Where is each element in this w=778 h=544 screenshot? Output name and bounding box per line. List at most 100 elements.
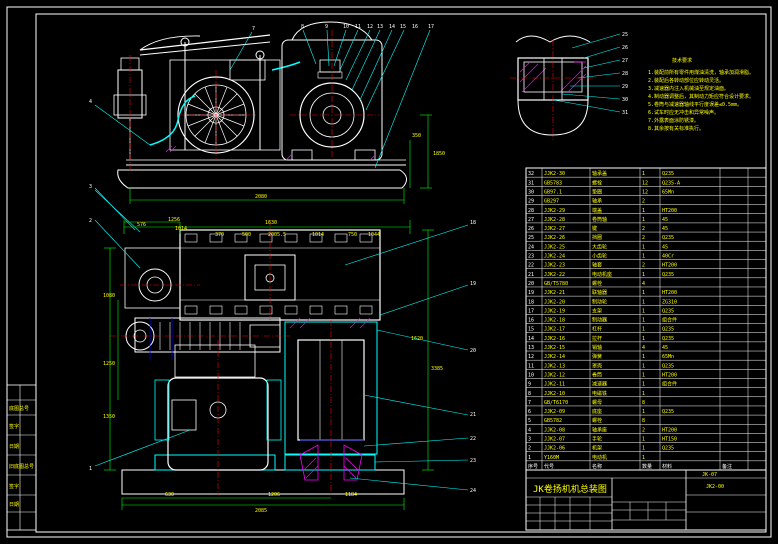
bom-cell-name: 轴承 <box>592 198 602 205</box>
bom-cell-qty: 1 <box>642 244 645 250</box>
dim-plan-height-5: 3385 <box>431 366 443 372</box>
bom-cell-qty: 2 <box>642 226 645 232</box>
bom-cell-mat: HT200 <box>662 290 677 296</box>
bom-cell-mat: Q235 <box>662 327 674 333</box>
balloon-front-11: 11 <box>355 24 361 30</box>
bom-cell-code: JJK2-15 <box>544 345 565 351</box>
balloon-detail-30: 30 <box>622 97 628 103</box>
bom-cell-code: JJK2-14 <box>544 354 565 360</box>
bom-cell-mat: HT150 <box>662 437 677 443</box>
bom-header-mat: 材料 <box>662 463 672 470</box>
balloon-front-4: 4 <box>89 99 92 105</box>
bom-cell-mat: Q235 <box>662 272 674 278</box>
bom-cell-no: 28 <box>528 208 534 214</box>
bom-cell-code: JJK2-28 <box>544 217 565 223</box>
bom-header-qty: 数量 <box>642 463 652 470</box>
bom-cell-code: GB5782 <box>544 418 562 424</box>
plan-view: 576 1256 370 500 2005.5 750 1044 1630 10… <box>89 187 476 514</box>
bom-cell-qty: 1 <box>642 290 645 296</box>
bom-cell-mat: 组合件 <box>662 317 677 324</box>
dim-front-total-width: 2080 <box>255 194 267 200</box>
bom-cell-name: 大齿轮 <box>592 243 607 250</box>
bom-cell-no: 23 <box>528 254 534 260</box>
balloon-detail-28: 28 <box>622 71 628 77</box>
bom-cell-code: JJK2-25 <box>544 244 565 250</box>
bom-cell-code: JJK2-07 <box>544 437 565 443</box>
bom-cell-name: 卷筒轴 <box>592 216 607 223</box>
bom-cell-mat: Q235 <box>662 363 674 369</box>
balloon-detail-26: 26 <box>622 45 628 51</box>
dim-plan-width-1: 1630 <box>265 220 277 226</box>
balloon-plan-2: 2 <box>89 218 92 224</box>
bom-cell-qty: 1 <box>642 308 645 314</box>
bom-cell-name: 轴承座 <box>592 426 607 433</box>
balloon-front-13: 13 <box>377 24 383 30</box>
bom-cell-name: 制动轮 <box>592 298 607 305</box>
bom-cell-name: 卷筒 <box>592 371 602 378</box>
bom-cell-name: 支架 <box>592 307 602 314</box>
bom-cell-mat: 45 <box>662 244 668 250</box>
bom-cell-mat: 45 <box>662 345 668 351</box>
bom-cell-code: JJK2-12 <box>544 372 565 378</box>
bom-cell-name: 小齿轮 <box>592 253 607 260</box>
strip-label-3: 日期 <box>9 444 19 450</box>
bom-cell-name: 轴承盖 <box>592 170 607 177</box>
bom-cell-no: 26 <box>528 226 534 232</box>
notes-line-2: 2.装配后各转动部位应转动灵活。 <box>648 77 724 84</box>
balloon-front-16: 16 <box>412 24 418 30</box>
bom-cell-code: JJK2-13 <box>544 363 565 369</box>
bom-grid-lines <box>526 168 766 470</box>
dim-plan-height-3: 1350 <box>103 414 115 420</box>
bom-cell-qty: 8 <box>642 400 645 406</box>
bom-cell-no: 24 <box>528 244 534 250</box>
balloon-detail-27: 27 <box>622 58 628 64</box>
bom-cell-name: 电动机座 <box>592 271 612 278</box>
title-drawing-code: JK2-00 <box>706 484 724 490</box>
bom-cell-qty: 1 <box>642 354 645 360</box>
balloon-detail-31: 31 <box>622 110 628 116</box>
bom-header-no: 序号 <box>528 463 538 470</box>
bom-cell-no: 13 <box>528 345 534 351</box>
bom-cell-qty: 1 <box>642 217 645 223</box>
bom-cell-qty: 1 <box>642 382 645 388</box>
dim-plan-top-1: 576 <box>137 222 146 228</box>
bom-cell-code: JJK2-10 <box>544 391 565 397</box>
balloon-front-7: 7 <box>252 26 255 32</box>
dim-front-height: 1850 <box>433 151 445 157</box>
bom-cell-name: 底座 <box>592 408 602 415</box>
bom-cell-no: 12 <box>528 354 534 360</box>
dim-plan-top-4: 500 <box>242 232 251 238</box>
bom-cell-code: GB297 <box>544 199 559 205</box>
bom-cell-qty: 12 <box>642 180 648 186</box>
bom-cell-code: JJK2-30 <box>544 171 565 177</box>
bom-cell-mat: Q235-A <box>662 180 680 186</box>
bom-cell-name: 螺栓 <box>592 280 602 287</box>
bom-cell-qty: 1 <box>642 372 645 378</box>
bom-cell-no: 11 <box>528 363 534 369</box>
strip-label-4: 旧底图总号 <box>9 463 34 470</box>
bom-cell-code: JJK2-21 <box>544 290 565 296</box>
technical-notes: 技术要求 1.装配前所有零件用煤油清洗，轴承加润滑脂。 2.装配后各转动部位应转… <box>648 57 754 132</box>
bom-cell-code: GB97.1 <box>544 189 562 195</box>
bom-cell-mat: HT200 <box>662 372 677 378</box>
bom-cell-code: JJK2-26 <box>544 235 565 241</box>
bom-cell-mat: Q235 <box>662 409 674 415</box>
bom-cell-qty: 2 <box>642 199 645 205</box>
bom-cell-qty: 1 <box>642 327 645 333</box>
bom-header-name: 名称 <box>592 463 602 470</box>
bom-cell-mat: 65Mn <box>662 354 674 360</box>
bom-cell-qty: 4 <box>642 281 645 287</box>
title-block: JK-07 JK卷扬机机总装图 JK2-00 <box>525 469 767 531</box>
balloon-front-15: 15 <box>400 24 406 30</box>
bom-cell-no: 20 <box>528 281 534 287</box>
balloon-front-9: 9 <box>325 24 328 30</box>
bom-cell-name: 联轴器 <box>592 289 607 296</box>
bom-cell-mat: 45 <box>662 226 668 232</box>
notes-line-7: 7.外露表面涂防锈漆。 <box>648 117 699 124</box>
bom-cell-code: JJK2-23 <box>544 263 565 269</box>
plan-base <box>121 469 405 495</box>
bom-cell-qty: 1 <box>642 318 645 324</box>
left-signature-strip: 底图总号 签字 日期 旧底图总号 签字 日期 <box>6 384 37 531</box>
bom-cell-mat: ZG310 <box>662 299 677 305</box>
bom-cell-code: JJK2-09 <box>544 409 565 415</box>
